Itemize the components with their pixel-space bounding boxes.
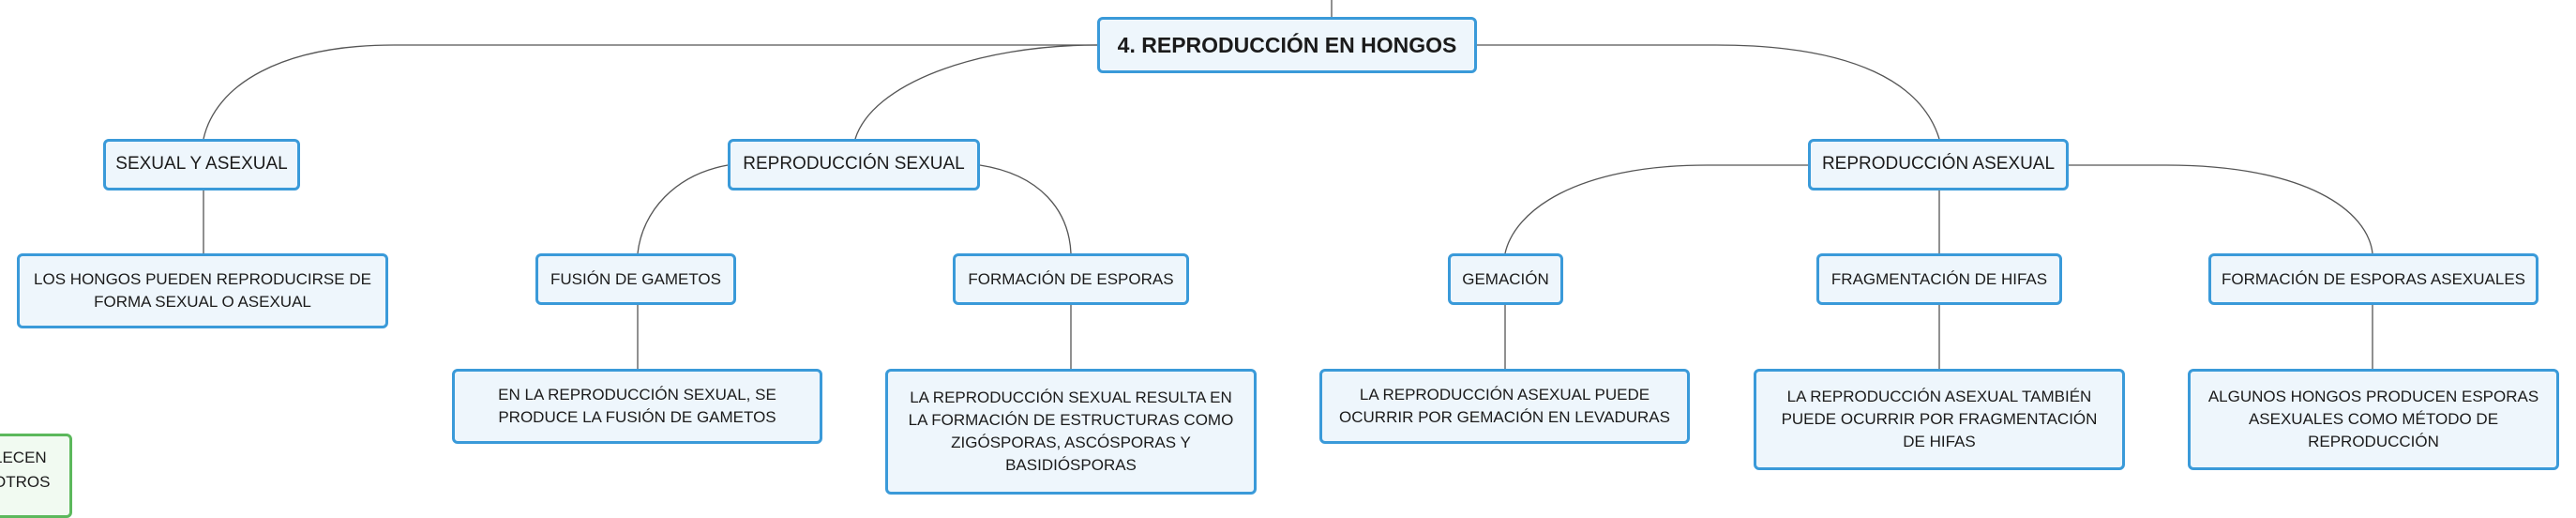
root-topic[interactable]: 4. REPRODUCCIÓN EN HONGOS xyxy=(1097,17,1477,73)
connector-root-reproduccion-asexual xyxy=(1477,44,1940,140)
detail-formacion-de-esporas[interactable]: LA REPRODUCCIÓN SEXUAL RESULTA EN LA FOR… xyxy=(885,369,1257,495)
detail-text: LA REPRODUCCIÓN ASEXUAL PUEDE OCURRIR PO… xyxy=(1339,386,1670,426)
branch-label: SEXUAL Y ASEXUAL xyxy=(115,154,288,175)
subtopic-label: FORMACIÓN DE ESPORAS xyxy=(968,269,1174,288)
root-topic-label: 4. REPRODUCCIÓN EN HONGOS xyxy=(1117,32,1457,57)
subtopic-label: FORMACIÓN DE ESPORAS ASEXUALES xyxy=(2221,269,2526,288)
partial-node-line1: LECEN xyxy=(0,449,47,466)
subtopic-label: FUSIÓN DE GAMETOS xyxy=(550,269,721,288)
branch-label: REPRODUCCIÓN ASEXUAL xyxy=(1821,154,2056,175)
connector-root-reproduccion-sexual xyxy=(854,44,1098,140)
detail-text: ALGUNOS HONGOS PRODUCEN ESPORAS ASEXUALE… xyxy=(2207,388,2539,450)
subtopic-fusion-de-gametos[interactable]: FUSIÓN DE GAMETOS xyxy=(535,253,736,305)
leaf-text: LOS HONGOS PUEDEN REPRODUCIRSE DE FORMA … xyxy=(34,270,371,311)
detail-text: EN LA REPRODUCCIÓN SEXUAL, SE PRODUCE LA… xyxy=(498,386,776,426)
leaf-sexual-y-asexual[interactable]: LOS HONGOS PUEDEN REPRODUCIRSE DE FORMA … xyxy=(17,253,388,328)
detail-text: LA REPRODUCCIÓN ASEXUAL TAMBIÉN PUEDE OC… xyxy=(1781,388,2098,450)
connector-sexual-fusion xyxy=(637,164,729,254)
subtopic-formacion-de-esporas[interactable]: FORMACIÓN DE ESPORAS xyxy=(953,253,1189,305)
branch-reproduccion-asexual[interactable]: REPRODUCCIÓN ASEXUAL xyxy=(1808,139,2069,190)
subtopic-gemacion[interactable]: GEMACIÓN xyxy=(1448,253,1563,305)
connector-asexual-gemacion xyxy=(1504,164,1808,254)
partial-node-line2: OTROS xyxy=(0,473,51,492)
subtopic-formacion-de-esporas-asexuales[interactable]: FORMACIÓN DE ESPORAS ASEXUALES xyxy=(2208,253,2538,305)
detail-fragmentacion-de-hifas[interactable]: LA REPRODUCCIÓN ASEXUAL TAMBIÉN PUEDE OC… xyxy=(1754,369,2125,470)
subtopic-label: GEMACIÓN xyxy=(1462,269,1549,288)
connector-sexual-esporas xyxy=(979,164,1072,254)
branch-reproduccion-sexual[interactable]: REPRODUCCIÓN SEXUAL xyxy=(728,139,980,190)
detail-text: LA REPRODUCCIÓN SEXUAL RESULTA EN LA FOR… xyxy=(908,388,1234,474)
branch-sexual-y-asexual[interactable]: SEXUAL Y ASEXUAL xyxy=(103,139,300,190)
detail-formacion-de-esporas-asexuales[interactable]: ALGUNOS HONGOS PRODUCEN ESPORAS ASEXUALE… xyxy=(2188,369,2559,470)
branch-label: REPRODUCCIÓN SEXUAL xyxy=(743,154,965,175)
partial-node-left[interactable]: LECEN OTROS xyxy=(0,434,72,518)
subtopic-fragmentacion-de-hifas[interactable]: FRAGMENTACIÓN DE HIFAS xyxy=(1816,253,2062,305)
subtopic-label: FRAGMENTACIÓN DE HIFAS xyxy=(1830,269,2048,288)
detail-gemacion[interactable]: LA REPRODUCCIÓN ASEXUAL PUEDE OCURRIR PO… xyxy=(1319,369,1690,444)
connector-asexual-esporas xyxy=(2069,164,2373,254)
connector-root-sexual-asexual xyxy=(203,44,1097,140)
detail-fusion-de-gametos[interactable]: EN LA REPRODUCCIÓN SEXUAL, SE PRODUCE LA… xyxy=(452,369,822,444)
